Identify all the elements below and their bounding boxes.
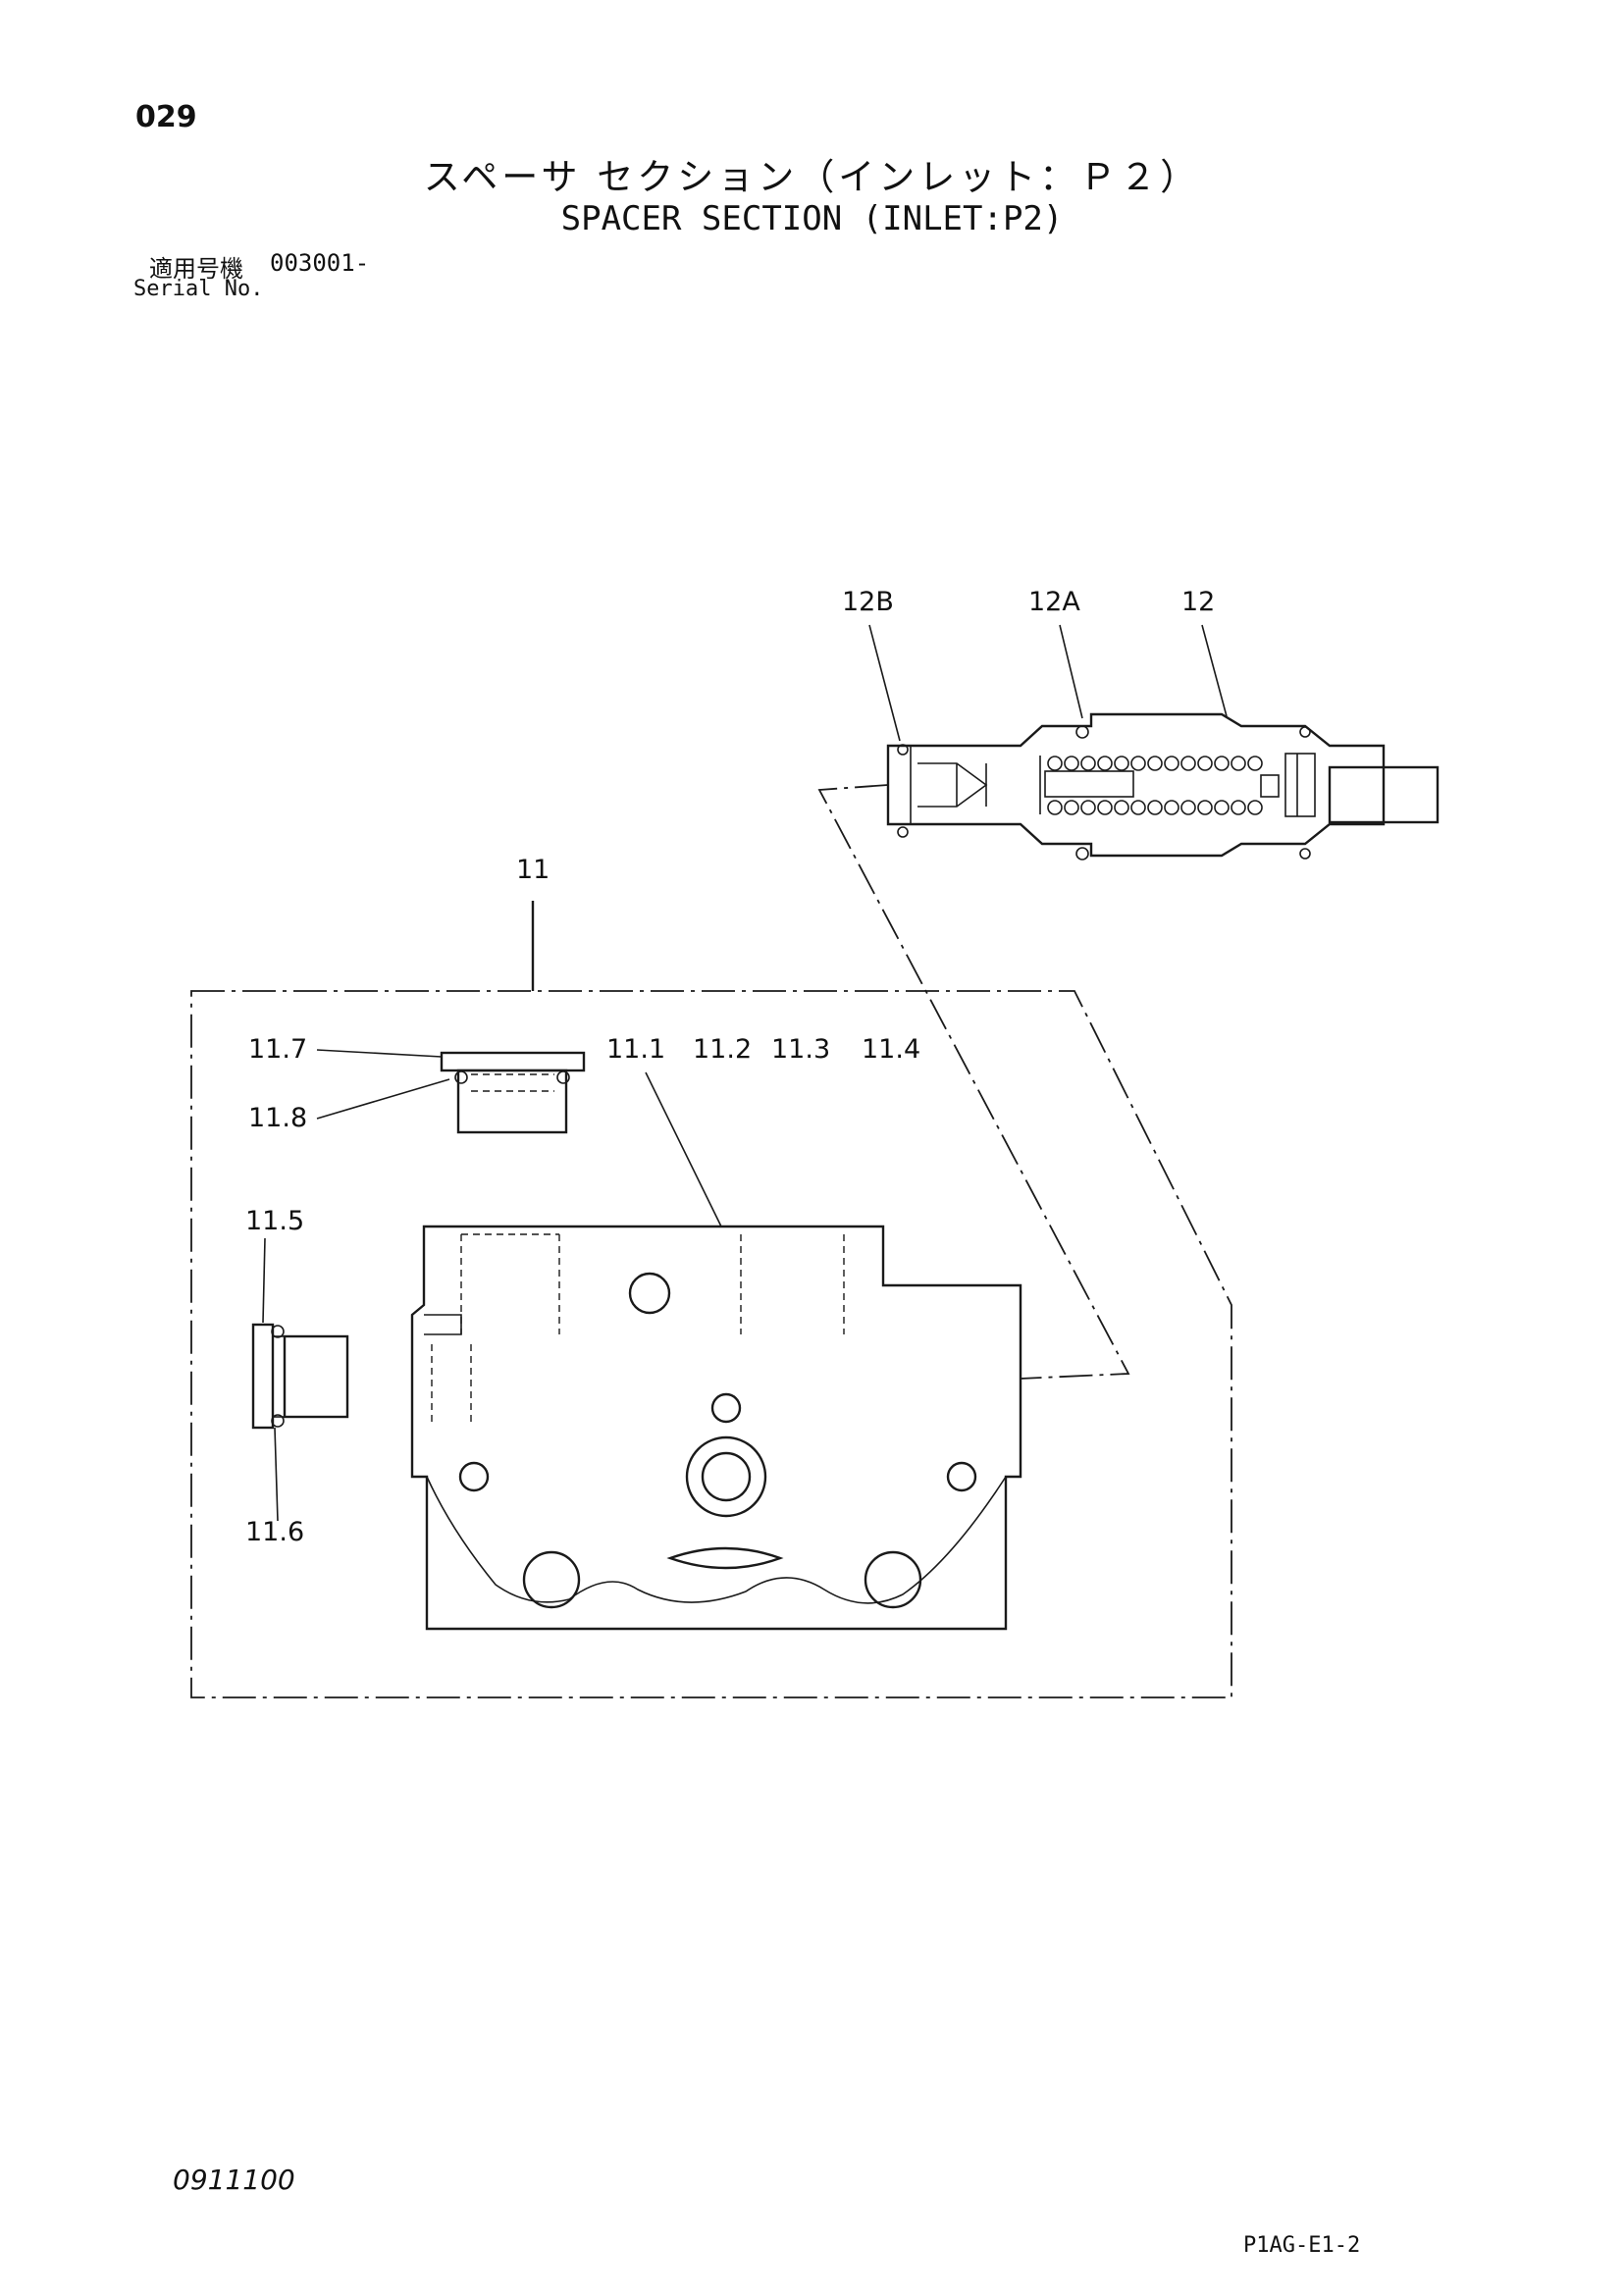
cartridge-valve-12	[886, 712, 1440, 861]
title-japanese: スペーサ セクション（インレット：Ｐ２）	[423, 156, 1201, 198]
callout-11-6: 11.6	[245, 1517, 304, 1547]
assembly-boundary	[190, 901, 1232, 1698]
callout-11-5: 11.5	[245, 1206, 304, 1236]
serial-label-japanese: 適用号機	[149, 255, 243, 283]
serial-number-value: 003001-	[270, 249, 370, 277]
valve-body	[410, 1225, 1022, 1631]
callout-12b: 12B	[842, 587, 894, 617]
callout-12a: 12A	[1028, 587, 1080, 617]
plug-11-5	[251, 1323, 349, 1430]
callout-12: 12	[1181, 587, 1215, 617]
document-code: 0911100	[173, 2164, 295, 2196]
page-code: P1AG-E1-2	[1243, 2233, 1361, 2258]
callout-11-8: 11.8	[248, 1103, 307, 1133]
page-number: 029	[135, 100, 197, 134]
callout-11-2: 11.2	[693, 1034, 752, 1065]
leader-lines	[262, 624, 1228, 1522]
spring-coils	[1044, 756, 1280, 815]
callout-11-1: 11.1	[606, 1034, 665, 1065]
serial-label-english: Serial No.	[133, 277, 264, 301]
callout-11-4: 11.4	[862, 1034, 920, 1065]
plug-11-7	[440, 1051, 586, 1134]
callout-11: 11	[516, 855, 550, 885]
callout-11-3: 11.3	[771, 1034, 830, 1065]
callout-11-7: 11.7	[248, 1034, 307, 1065]
title-english: SPACER SECTION (INLET:P2)	[560, 199, 1064, 238]
